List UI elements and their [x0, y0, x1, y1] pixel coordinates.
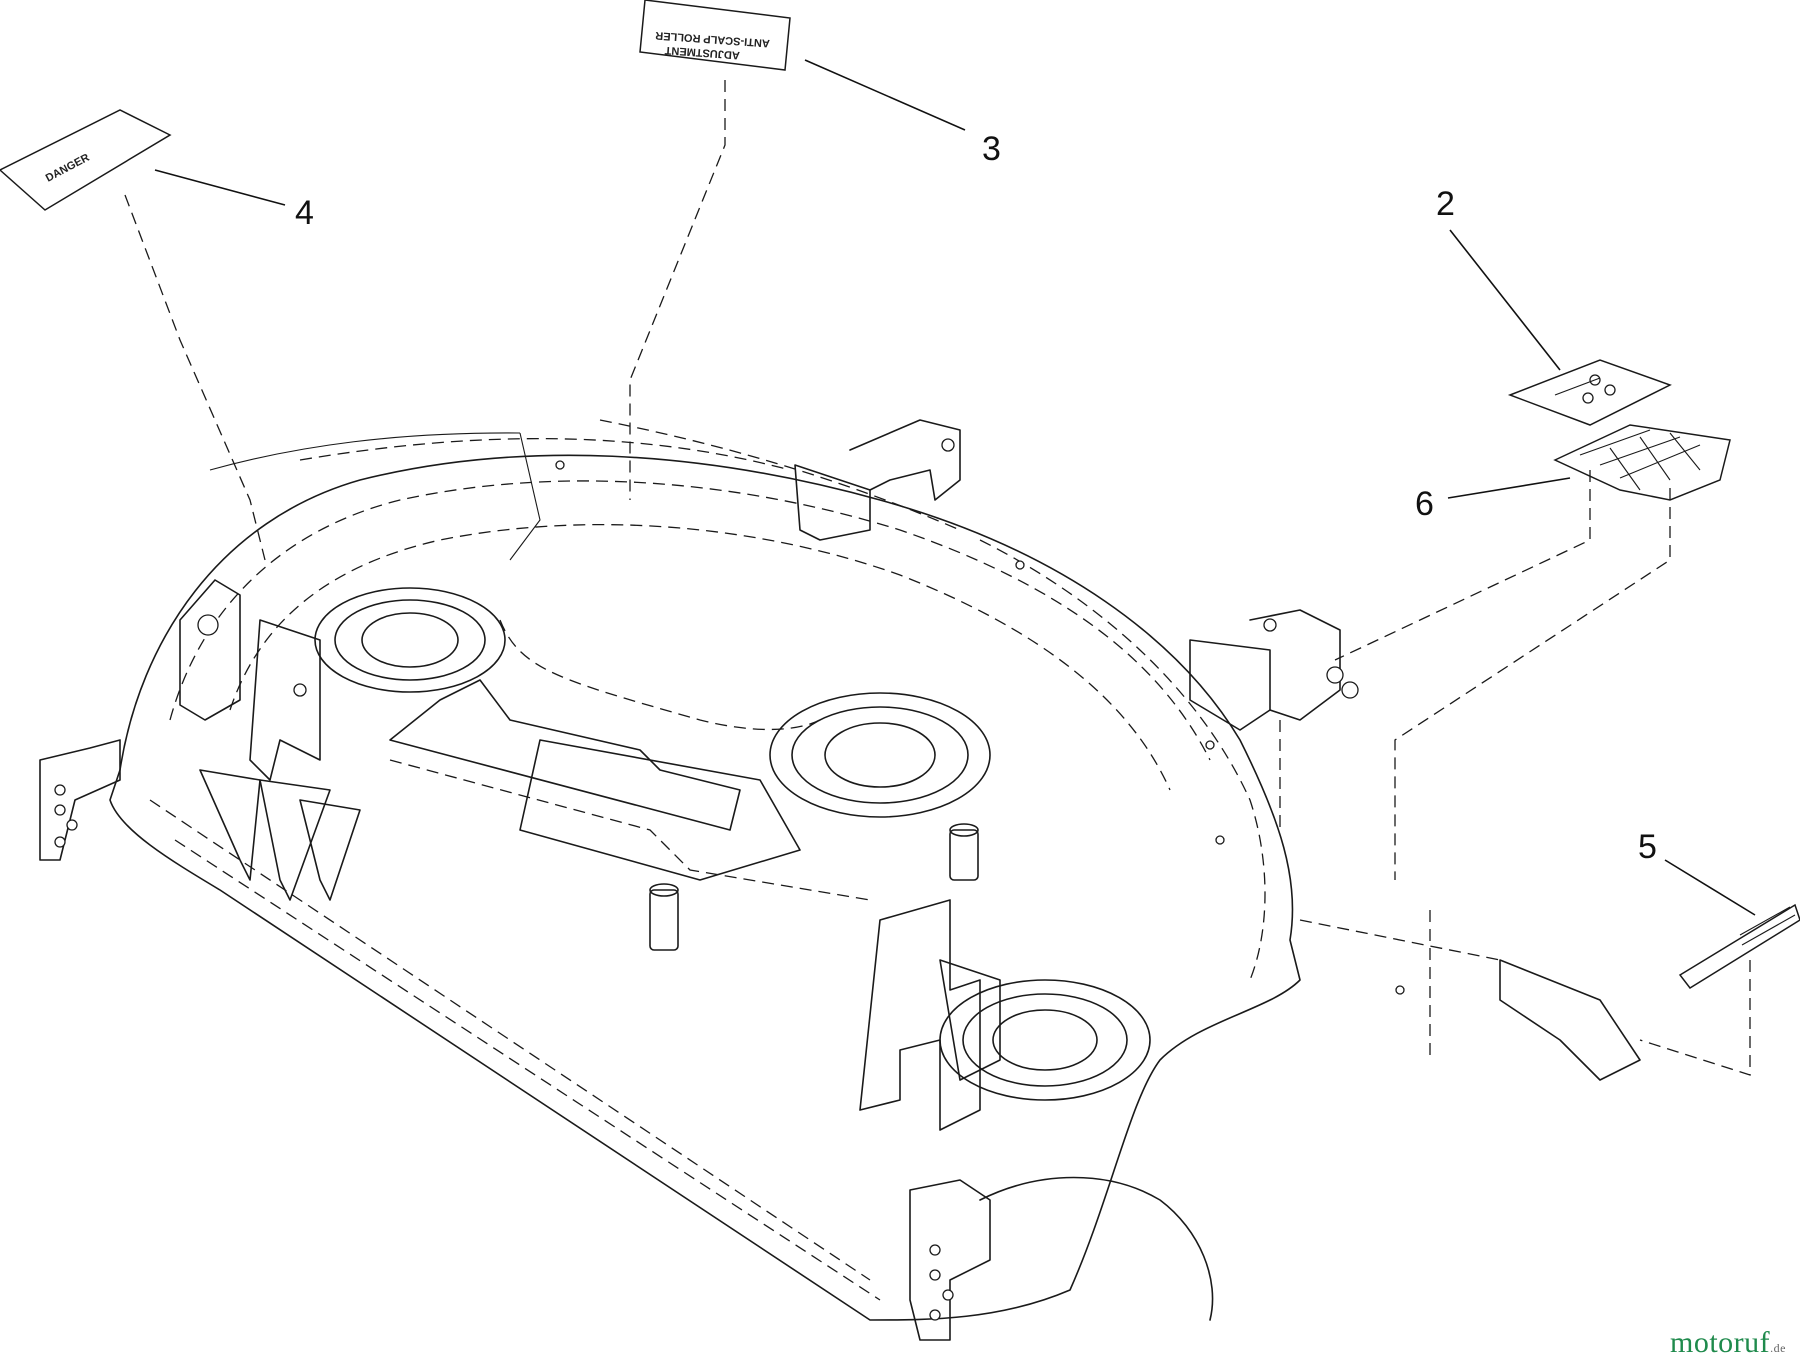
callout-5-label: 5: [1638, 828, 1657, 866]
decal-danger: DANGER: [0, 109, 172, 211]
callout-6: 6: [1415, 477, 1571, 523]
callout-2-label: 2: [1436, 185, 1455, 223]
callout-4: 4: [154, 169, 314, 232]
watermark-brand: motoruf: [1670, 1326, 1771, 1359]
mower-deck: [39, 419, 1641, 1341]
watermark-tld: .de: [1770, 1341, 1786, 1355]
decal-height-chart: [1507, 359, 1672, 426]
callout-3: 3: [804, 59, 1001, 168]
watermark-logo: motoruf.de: [1670, 1326, 1786, 1360]
decal-grid-plate: [1553, 424, 1731, 501]
callout-6-label: 6: [1415, 485, 1434, 523]
alignment-lines: [124, 80, 1751, 1076]
decal-anti-scalp-text-2: ADJUSTMENT: [664, 44, 740, 61]
callout-2: 2: [1436, 185, 1561, 371]
callout-4-label: 4: [295, 194, 314, 232]
decal-small-5: [1678, 903, 1800, 989]
callout-3-label: 3: [982, 130, 1001, 168]
decal-anti-scalp: ANTI-SCALP ROLLER ADJUSTMENT: [639, 0, 791, 71]
callout-5: 5: [1638, 828, 1756, 916]
